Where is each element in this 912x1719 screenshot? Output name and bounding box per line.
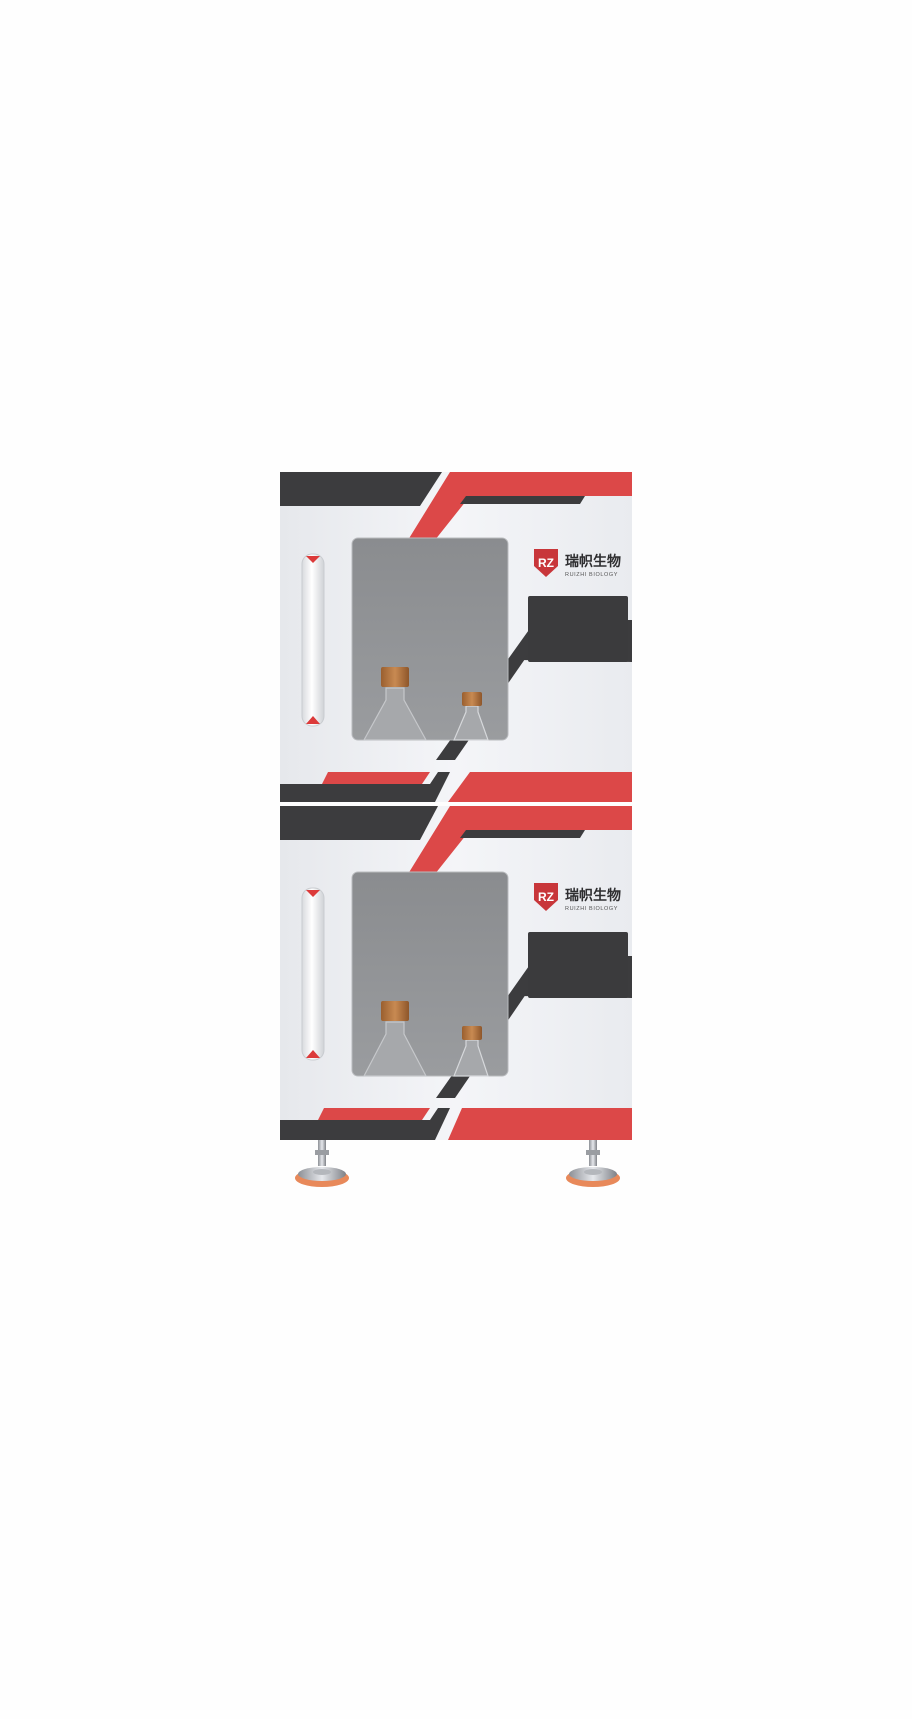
- upper-large-bottle: [362, 667, 428, 741]
- lower-brand-name-en: RUIZHI BIOLOGY: [565, 906, 618, 912]
- upper-logo-shield-icon: [534, 549, 558, 577]
- lower-door-handle[interactable]: [301, 887, 325, 1061]
- lower-logo-mark: RZ: [538, 890, 554, 904]
- upper-unit: RZ 瑞帜生物 RUIZHI BIOLOGY: [280, 472, 632, 802]
- lower-top-dark-stripe: [280, 806, 438, 840]
- upper-logo-mark: RZ: [538, 556, 554, 570]
- upper-brand-logo: RZ 瑞帜生物 RUIZHI BIOLOGY: [534, 549, 621, 578]
- upper-small-bottle-cap: [462, 692, 482, 706]
- leveling-foot-left: [295, 1140, 349, 1187]
- lower-handle-top-marker: [306, 890, 320, 897]
- upper-door-handle[interactable]: [301, 553, 325, 727]
- upper-bottom-red-slant: [322, 772, 430, 784]
- lower-top-red-band: [408, 806, 632, 874]
- leveling-foot-right: [566, 1140, 620, 1187]
- lower-handle-bottom-marker: [306, 1050, 320, 1058]
- upper-handle-top-marker: [306, 556, 320, 563]
- lower-display-panel: [528, 932, 628, 998]
- lower-top-thin-stripe: [460, 830, 585, 838]
- upper-top-thin-stripe: [460, 496, 585, 504]
- lower-small-bottle: [453, 1026, 489, 1077]
- upper-display-panel: [528, 596, 628, 662]
- lower-large-bottle: [363, 1001, 427, 1077]
- lower-bottles: [363, 1001, 489, 1077]
- lower-bottom-dark-band: [280, 1108, 450, 1140]
- upper-top-red-band: [408, 472, 632, 540]
- upper-handle-bottom-marker: [306, 716, 320, 724]
- lower-brand-name-cn: 瑞帜生物: [565, 887, 621, 904]
- upper-bottom-red-block: [448, 772, 632, 802]
- lower-large-bottle-cap: [381, 1001, 409, 1021]
- lower-small-bottle-cap: [462, 1026, 482, 1040]
- lower-logo-shield-icon: [534, 883, 558, 911]
- lower-bottom-red-slant: [318, 1108, 430, 1120]
- upper-brand-name-en: RUIZHI BIOLOGY: [565, 572, 618, 578]
- upper-large-bottle-cap: [381, 667, 409, 687]
- lower-unit: RZ 瑞帜生物 RUIZHI BIOLOGY: [280, 806, 632, 1140]
- upper-small-bottle: [453, 692, 489, 741]
- lower-bottom-red-block: [448, 1108, 632, 1140]
- upper-brand-name-cn: 瑞帜生物: [565, 553, 621, 570]
- upper-bottom-dark-band: [280, 772, 450, 802]
- upper-top-dark-stripe: [280, 472, 442, 506]
- upper-window: [351, 537, 509, 741]
- upper-bottles: [362, 667, 489, 741]
- lower-brand-logo: RZ 瑞帜生物 RUIZHI BIOLOGY: [534, 883, 621, 912]
- lower-window: [351, 871, 509, 1077]
